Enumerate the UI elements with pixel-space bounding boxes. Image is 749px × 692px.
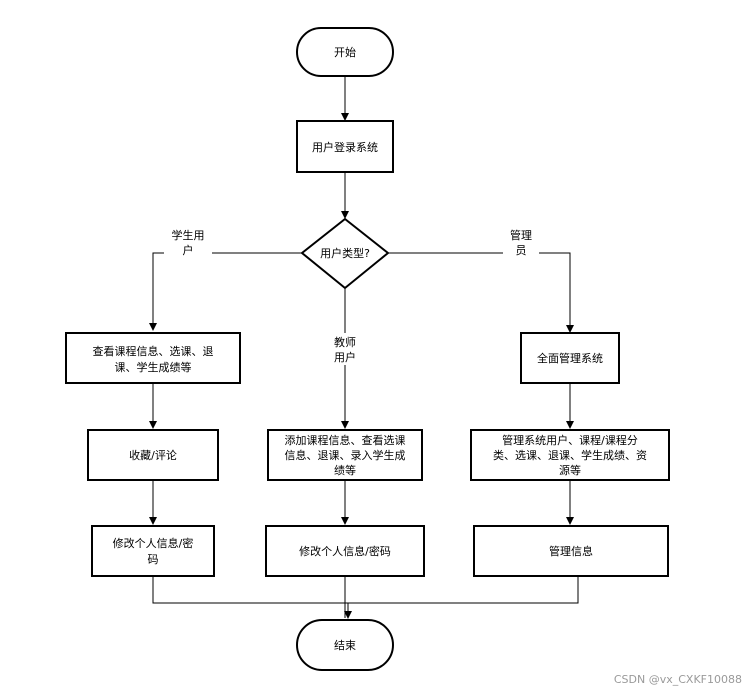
edge-label-student-1: 学生用	[172, 228, 205, 242]
edge-label-teacher-2: 用户	[334, 350, 356, 364]
edge-label-admin-2: 员	[516, 244, 527, 257]
node-admin-manage-line-2: 类、选课、退课、学生成绩、资	[493, 448, 647, 462]
edge-label-teacher-1: 教师	[334, 336, 356, 349]
node-admin-manage-line-1: 管理系统用户、课程/课程分	[502, 433, 638, 447]
node-student-profile: 修改个人信息/密 码	[91, 525, 215, 577]
node-end-label: 结束	[334, 639, 356, 652]
edge-label-admin-1: 管理	[510, 228, 532, 242]
node-student-view-line-1: 查看课程信息、选课、退	[93, 344, 214, 358]
node-login: 用户登录系统	[296, 120, 394, 173]
node-teacher-add-line-3: 绩等	[334, 463, 356, 477]
edges	[149, 76, 579, 619]
node-student-profile-line-1: 修改个人信息/密	[113, 536, 194, 550]
edge-merge-bottom	[152, 576, 579, 604]
node-start-label: 开始	[334, 45, 356, 59]
edge-decision-admin	[388, 252, 574, 333]
node-admin-info-label: 管理信息	[549, 544, 593, 558]
node-teacher-profile: 修改个人信息/密码	[265, 525, 425, 577]
node-student-fav-label: 收藏/评论	[129, 448, 177, 462]
node-teacher-add-line-2: 信息、退课、录入学生成	[285, 448, 406, 462]
node-student-view: 查看课程信息、选课、退 课、学生成绩等	[65, 332, 241, 384]
node-decision-label: 用户类型?	[320, 246, 370, 260]
node-teacher-add-line-1: 添加课程信息、查看选课	[285, 433, 406, 447]
node-student-view-line-2: 课、学生成绩等	[115, 360, 192, 374]
node-admin-manage-line-3: 源等	[559, 463, 581, 477]
node-admin-home-label: 全面管理系统	[537, 351, 603, 365]
node-end: 结束	[296, 619, 394, 671]
edge-decision-student	[149, 252, 302, 331]
node-start: 开始	[296, 27, 394, 77]
node-admin-manage: 管理系统用户、课程/课程分 类、选课、退课、学生成绩、资 源等	[470, 429, 670, 481]
node-student-fav: 收藏/评论	[87, 429, 219, 481]
node-login-label: 用户登录系统	[312, 140, 378, 154]
node-decision: 用户类型?	[300, 217, 390, 290]
edge-label-student-2: 户	[183, 243, 194, 257]
node-admin-home: 全面管理系统	[520, 332, 620, 384]
node-student-profile-line-2: 码	[148, 553, 159, 566]
node-teacher-add: 添加课程信息、查看选课 信息、退课、录入学生成 绩等	[267, 429, 423, 481]
node-teacher-profile-label: 修改个人信息/密码	[299, 544, 391, 558]
watermark: CSDN @vx_CXKF10088	[614, 673, 742, 686]
node-admin-info: 管理信息	[473, 525, 669, 577]
edge-labels: 学生用 户 教师 用户 管理 员	[164, 228, 539, 365]
